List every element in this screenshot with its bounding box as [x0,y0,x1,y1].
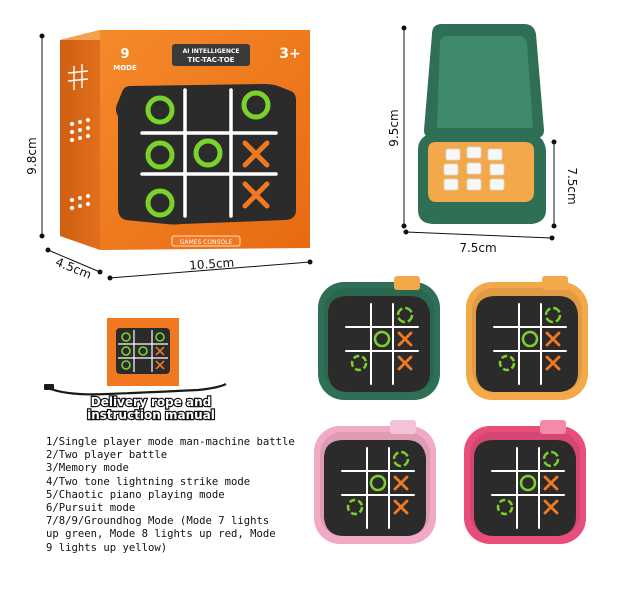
device-width-label: 7.5cm [459,241,496,255]
box-side-dots-icon-2 [70,194,90,210]
device-o-marks [498,306,562,372]
device-hot-pink [464,420,586,544]
keypad-button [466,162,482,175]
box-width-label: 10.5cm [189,255,235,272]
device-light-pink [314,420,436,544]
mode-item: 2/Two player battle [46,449,168,462]
box-title-line1: AI INTELLIGENCE [183,48,240,55]
o-mark [350,354,368,372]
box-title-banner [172,44,250,66]
keypad-button [489,163,505,176]
mode-item: up green, Mode 8 lights up red, Mode [46,528,276,541]
mode-list: 1/Single player mode man-machine battle … [46,436,306,555]
device-height-label: 9.5cm [387,109,401,146]
o-mark [519,474,537,492]
mode-item: 3/Memory mode [46,462,129,475]
o-mark [544,306,562,324]
device-green [318,276,440,400]
device-hinge [394,276,420,290]
box-age-label: 3+ [279,46,300,62]
o-mark [145,140,175,170]
mode-item: 6/Pursuit mode [46,502,136,515]
device-yellow [466,276,588,400]
mode-item: 9 lights up yellow) [46,541,168,554]
keypad-button [489,178,505,191]
box-mode-number: 9 [120,47,129,62]
o-mark [373,330,391,348]
box-console-label: GAMES CONSOLE [180,239,233,246]
device-hinge [540,420,566,434]
device-o-marks [496,450,560,516]
device-x-marks [397,331,413,371]
box-depth-label: 4.5cm [54,255,94,282]
o-mark [145,95,175,125]
o-mark [498,354,516,372]
device-lid-inner [437,36,533,128]
box-board-grid [140,88,278,218]
delivery-rope [47,383,227,396]
o-mark [241,90,271,120]
box-side-grid-icon [67,64,89,90]
o-mark [145,188,175,218]
box-height-label: 9.8cm [25,137,39,174]
device-keypad [443,146,505,191]
device-grid [493,303,567,385]
o-mark [521,330,539,348]
manual-thumbnail [107,318,179,386]
device-depth-label: 7.5cm [565,167,579,204]
box-side-dots-icon [70,118,90,142]
device-dimension-lines [401,25,557,241]
device-hinge [542,276,568,290]
o-mark [396,306,414,324]
device-o-marks [346,450,410,516]
o-mark [392,450,410,468]
device-o-marks [350,306,414,372]
device-x-marks [543,475,559,515]
device-hinge [390,420,416,434]
mode-item: 5/Chaotic piano playing mode [46,488,225,501]
keypad-button [445,148,461,161]
mode-item: 4/Two tone lightning strike mode [46,475,251,488]
o-mark [542,450,560,468]
box-board-x-marks [242,140,270,209]
o-mark [193,138,223,168]
rope-caption: Delivery rope and instruction manual [86,394,216,422]
box-mode-label: MODE [113,64,137,72]
box-console-badge [171,235,241,247]
product-box: 9 MODE AI INTELLIGENCE TIC-TAC-TOE 3+ GA… [60,30,310,250]
rope-clip [44,384,54,390]
device-grid [341,447,415,529]
o-mark [496,498,514,516]
mode-item: 7/8/9/Groundhog Mode (Mode 7 lights [46,515,270,528]
keypad-button [443,178,459,191]
box-title-line2: TIC-TAC-TOE [188,56,235,64]
device-x-marks [545,331,561,371]
device-color-variants [314,276,588,544]
o-mark [369,474,387,492]
mode-item: 1/Single player mode man-machine battle [46,436,295,448]
keypad-button [466,146,482,159]
device-x-marks [393,475,409,515]
keypad-button [443,163,459,176]
box-board-o-marks [145,90,271,218]
open-device [418,24,546,224]
keypad-button [466,178,482,191]
o-mark [346,498,364,516]
device-grid [491,447,565,529]
device-grid [345,303,419,385]
keypad-button [487,148,503,161]
box-dimension-lines [39,33,313,281]
